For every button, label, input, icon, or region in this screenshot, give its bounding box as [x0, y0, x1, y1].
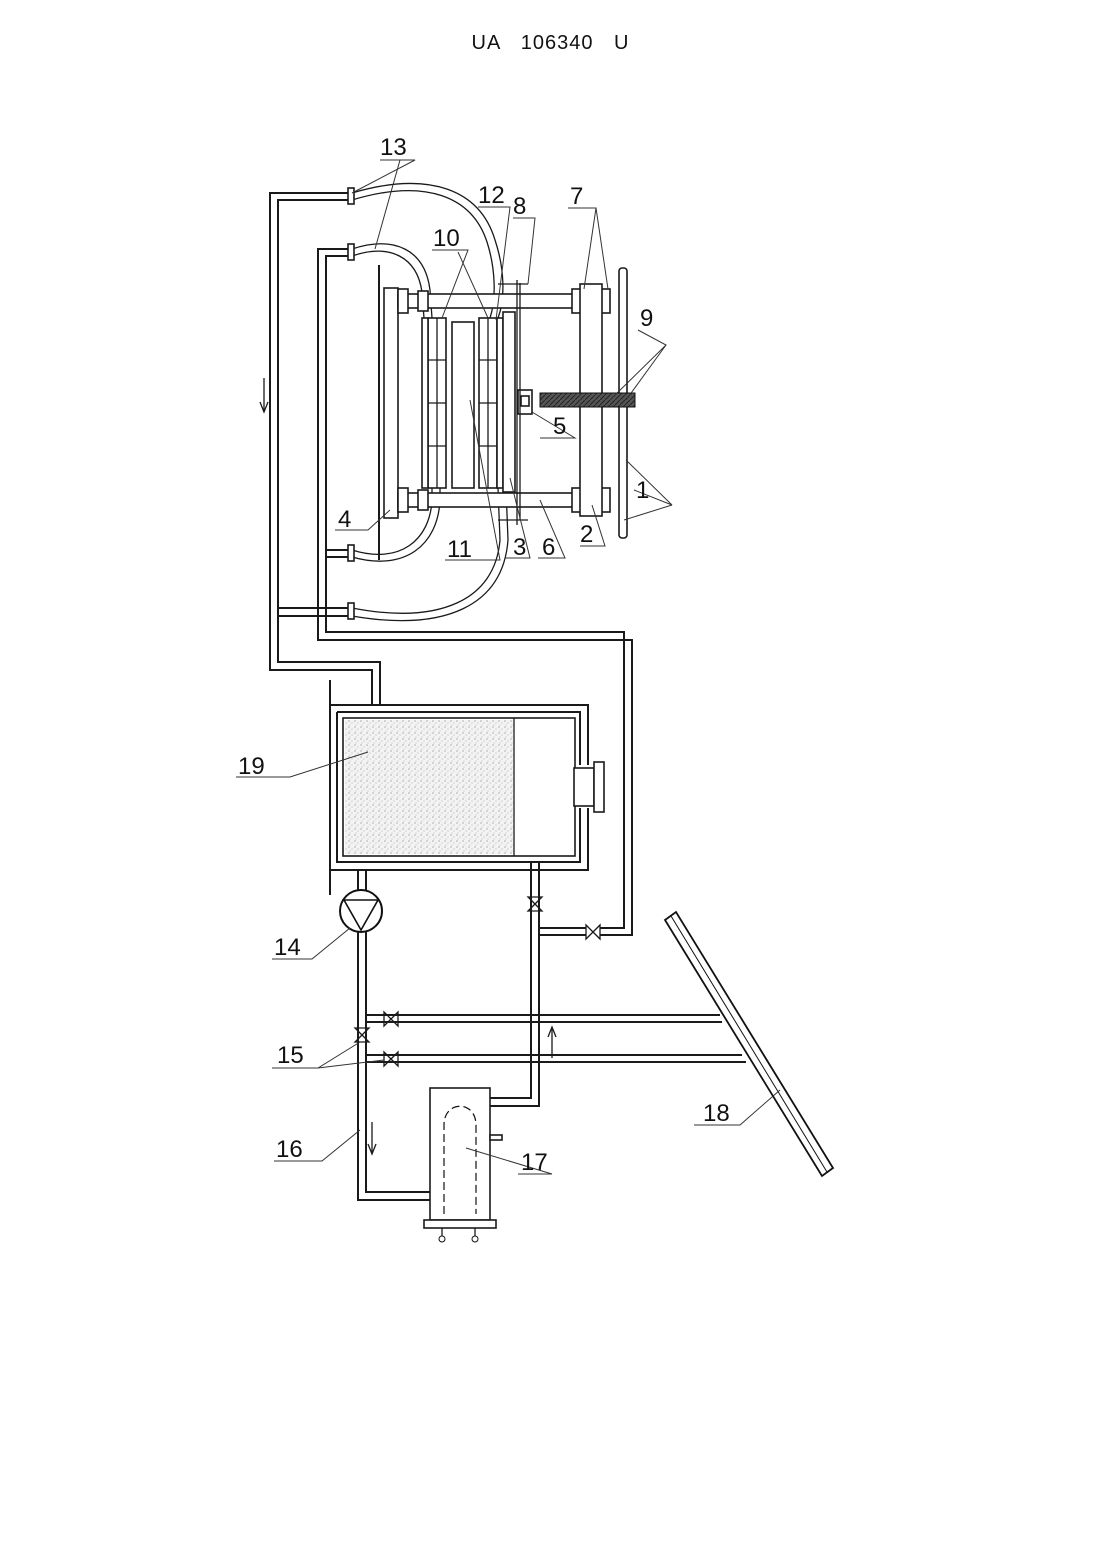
flow-arrow-down-upper — [260, 378, 268, 412]
collector-lines — [355, 1012, 746, 1066]
label-11: 11 — [447, 536, 472, 563]
riser-pipe — [490, 862, 600, 1106]
label-12: 12 — [478, 182, 505, 209]
label-4: 4 — [338, 506, 351, 533]
fixed-plate-4 — [384, 288, 398, 518]
valve-side — [586, 925, 600, 939]
solar-collector-18 — [665, 912, 833, 1176]
label-14: 14 — [274, 934, 301, 961]
label-7: 7 — [570, 183, 583, 210]
label-2: 2 — [580, 521, 593, 548]
label-9: 9 — [640, 305, 653, 332]
plate-3 — [503, 312, 515, 492]
label-18: 18 — [703, 1100, 730, 1127]
pump-14 — [340, 870, 430, 1200]
tank-side-port — [574, 768, 594, 806]
label-8: 8 — [513, 193, 526, 220]
label-10: 10 — [433, 225, 460, 252]
heater-right-10 — [479, 318, 503, 488]
label-5: 5 — [553, 413, 566, 440]
label-17: 17 — [521, 1149, 548, 1176]
label-1: 1 — [636, 477, 649, 504]
label-13: 13 — [380, 134, 407, 161]
tank-19 — [330, 680, 604, 895]
boiler-17 — [424, 1088, 502, 1242]
label-15: 15 — [277, 1042, 304, 1069]
label-16: 16 — [276, 1136, 303, 1163]
screw-9 — [540, 393, 635, 407]
label-6: 6 — [542, 534, 555, 561]
filler-media — [345, 720, 513, 854]
label-3: 3 — [513, 534, 526, 561]
label-19: 19 — [238, 753, 265, 780]
flow-arrow-down-lower — [368, 1122, 376, 1154]
tank-flange — [594, 762, 604, 812]
heater-left-10 — [422, 318, 446, 488]
